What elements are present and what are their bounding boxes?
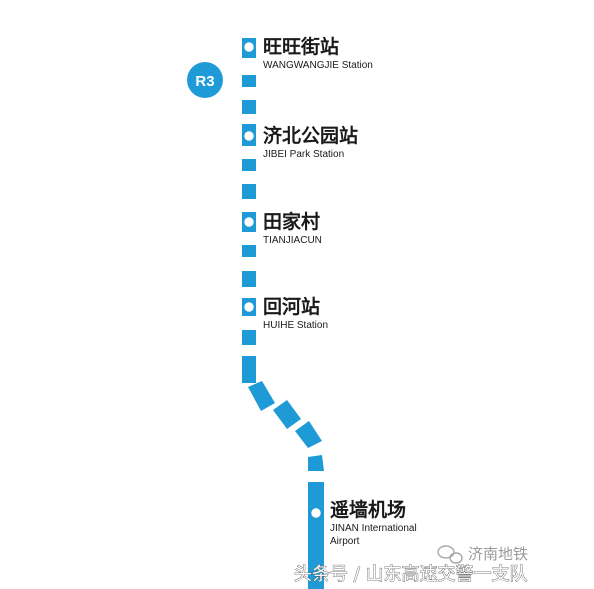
station-name-en: TIANJIACUN xyxy=(263,235,322,246)
station-name-cn: 济北公园站 xyxy=(263,124,358,147)
line-dash-7 xyxy=(242,245,256,257)
line-diagonal-dash-1 xyxy=(273,400,301,429)
station-marker-icon xyxy=(242,129,256,143)
line-badge[interactable]: R3 xyxy=(187,62,223,98)
station-name-en: JINAN International xyxy=(330,523,417,534)
station-0[interactable]: 旺旺街站 WANGWANGJIE Station xyxy=(242,35,373,71)
station-3[interactable]: 回河站 HUIHE Station xyxy=(242,295,329,331)
line-badge-label: R3 xyxy=(195,73,214,90)
line-dash-10 xyxy=(242,330,256,345)
line-dash-1 xyxy=(242,75,256,87)
line-diagonal-dash-0 xyxy=(248,381,275,411)
line-dash-4 xyxy=(242,159,256,171)
line-badge-circle xyxy=(187,62,223,98)
station-name-en: HUIHE Station xyxy=(263,320,328,331)
line-dash-11 xyxy=(242,356,256,383)
line-dash-2 xyxy=(242,100,256,114)
watermark-logo-text: 济南地铁 xyxy=(468,545,528,563)
line-dash-8 xyxy=(242,271,256,287)
station-name-en: Airport xyxy=(330,536,360,547)
watermark: 济南地铁 头条号 / 山东高速交警一支队 xyxy=(294,545,528,585)
wechat-logo-icon xyxy=(437,545,463,564)
station-marker-icon xyxy=(242,215,256,229)
station-marker-icon xyxy=(242,300,256,314)
station-name-en: WANGWANGJIE Station xyxy=(263,60,373,71)
station-name-cn: 田家村 xyxy=(263,210,320,233)
line-diagonal-dash-2 xyxy=(295,421,322,448)
station-name-cn: 回河站 xyxy=(263,295,320,318)
station-1[interactable]: 济北公园站 JIBEI Park Station xyxy=(242,124,359,160)
station-2[interactable]: 田家村 TIANJIACUN xyxy=(242,210,322,246)
watermark-source-text: 头条号 / 山东高速交警一支队 xyxy=(294,564,528,585)
line-dash-5 xyxy=(242,184,256,199)
station-list: 旺旺街站 WANGWANGJIE Station 济北公园站 JIBEI Park S… xyxy=(242,35,417,547)
station-marker-icon xyxy=(242,40,256,54)
station-name-en: JIBEI Park Station xyxy=(263,149,344,160)
line-diagonal-dash-3 xyxy=(308,455,324,471)
station-name-cn: 旺旺街站 xyxy=(263,35,339,58)
station-name-cn: 遥墙机场 xyxy=(330,498,406,521)
station-marker-icon xyxy=(309,506,323,520)
